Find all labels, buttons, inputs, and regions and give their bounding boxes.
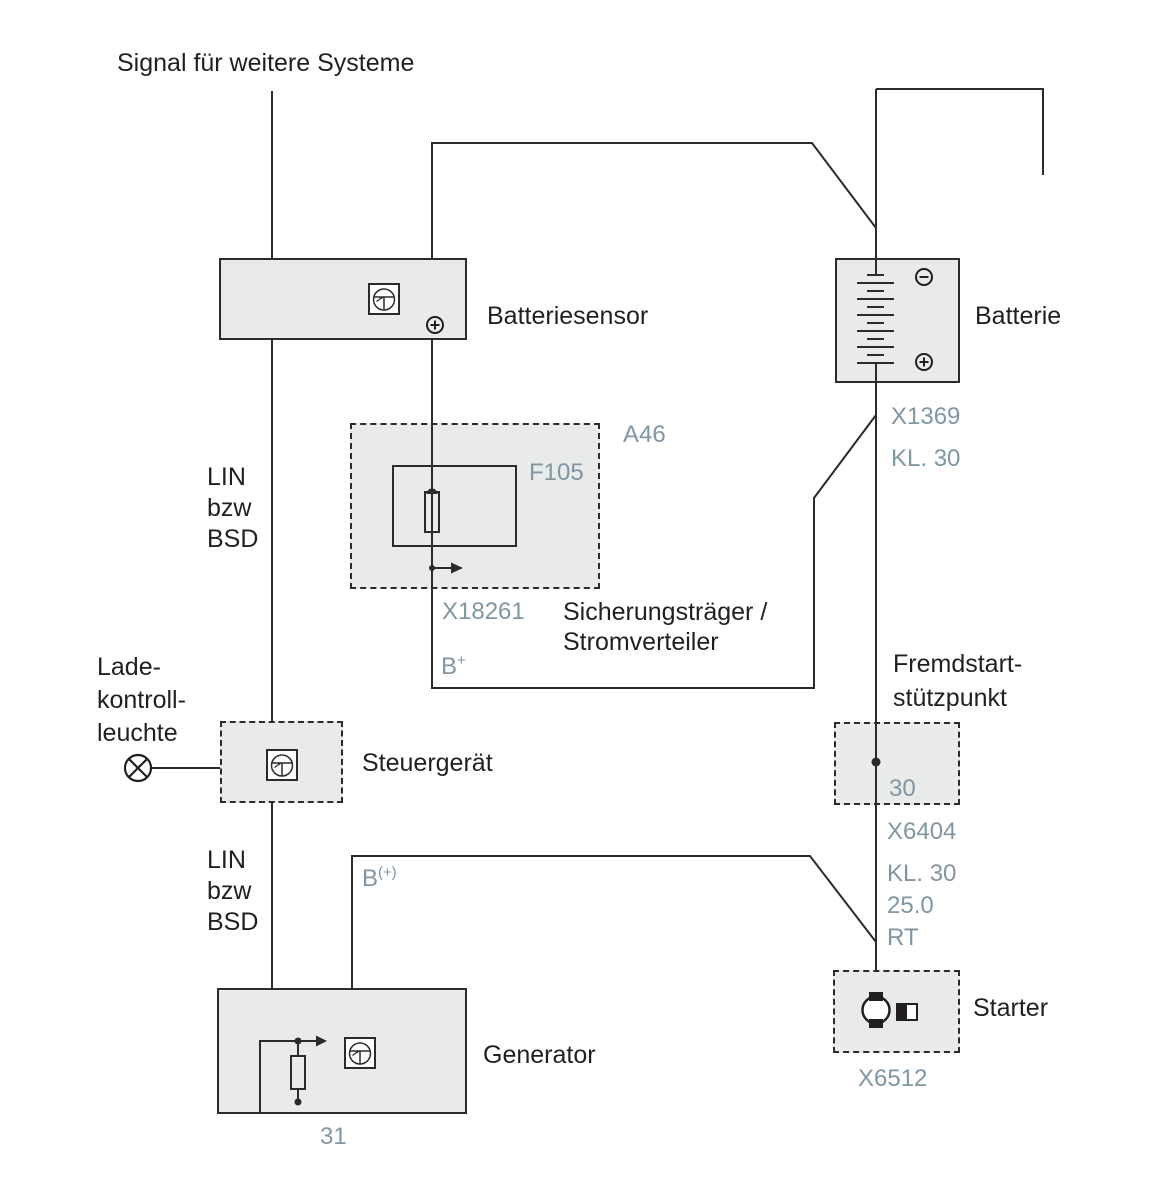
batterie-label: Batterie <box>975 302 1062 330</box>
diagram-title: Signal für weitere Systeme <box>117 49 415 77</box>
wire-spec-ref: KL. 30 25.0 RT <box>887 860 957 951</box>
generator-label: Generator <box>483 1041 596 1069</box>
x6512-ref: X6512 <box>858 1065 928 1092</box>
steuergeraet-label: Steuergerät <box>362 749 493 777</box>
starter-box <box>833 970 960 1053</box>
fremdstartstuetzpunkt-label: Fremdstart- stützpunkt <box>893 650 1023 712</box>
charge-indicator-lamp-icon <box>123 753 153 783</box>
lin-bsd-label-lower: LIN bzw BSD <box>207 846 259 936</box>
sicherungstraeger-label: Sicherungsträger / Stromverteiler <box>563 598 768 656</box>
kl30-ref: KL. 30 <box>891 445 961 472</box>
x1369-ref: X1369 <box>891 403 961 430</box>
b-plus-ref: B+ <box>441 653 466 680</box>
starter-label: Starter <box>973 994 1049 1022</box>
a46-ref: A46 <box>623 421 666 448</box>
x6404-ref: X6404 <box>887 818 957 845</box>
ladekontrollleuchte-label: Lade- kontroll- leuchte <box>97 653 186 747</box>
wire-sensor-to-battery <box>431 142 877 258</box>
lin-bsd-label-upper: LIN bzw BSD <box>207 463 259 553</box>
batterie-box <box>835 258 960 383</box>
b-plus-generator-ref: B(+) <box>362 865 397 892</box>
wire-generator-bplus <box>351 855 877 988</box>
fremdstartstuetzpunkt-box <box>834 722 960 805</box>
terminal-31-ref: 31 <box>320 1123 347 1150</box>
batteriesensor-box <box>219 258 467 340</box>
wire-top-stub <box>876 88 1044 175</box>
steuergeraet-box <box>220 721 343 803</box>
terminal-30-ref: 30 <box>889 775 916 802</box>
f105-fuse-box <box>392 465 517 547</box>
generator-box <box>217 988 467 1114</box>
batteriesensor-label: Batteriesensor <box>487 302 649 330</box>
f105-ref: F105 <box>529 459 584 486</box>
x18261-ref: X18261 <box>442 598 525 625</box>
